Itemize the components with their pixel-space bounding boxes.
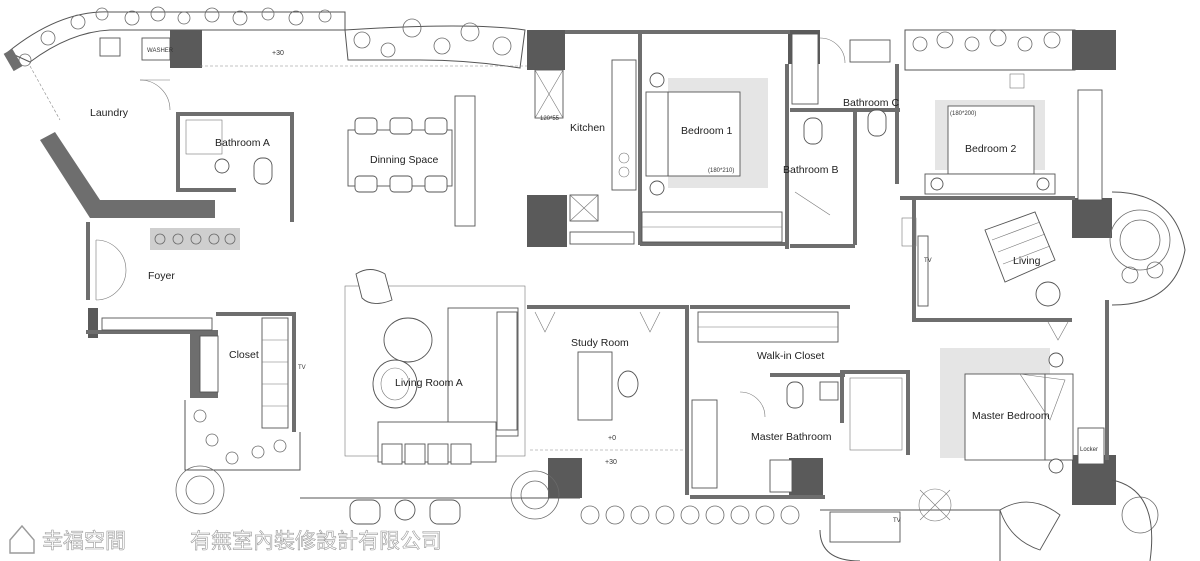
room-label-laundry: Laundry [90,107,129,119]
tv-label-bottom: TV [893,518,901,524]
bathroom-a-fixtures [150,119,273,250]
dining-table [200,65,527,227]
room-label-foyer: Foyer [148,270,175,282]
living-room-a-furniture [344,269,526,465]
level-mark-study: +30 [605,459,617,466]
room-label-living: Living [1013,255,1041,267]
room-label-bedroom-2: Bedroom 2 [965,143,1017,155]
walk-in-master-bath [691,311,903,493]
master-bedroom-furniture [940,321,1105,551]
room-label-walk-in-closet: Walk-in Closet [757,350,824,362]
room-label-bathroom-a: Bathroom A [215,137,270,149]
washer-label: WASHER [147,48,174,54]
room-label-study: Study Room [571,337,629,349]
bottom-garden [175,400,1159,561]
watermark-brand: 幸福空間 [42,529,126,553]
room-label-closet: Closet [229,349,259,361]
watermark-company: 有無室內裝修設計有限公司 [190,529,442,553]
top-planter [7,6,1076,71]
level-mark-top: +30 [272,50,284,57]
level-mark-zero: +0 [608,435,616,442]
kitchen-fixtures [534,59,637,245]
fridge-size: 120*55 [540,116,560,122]
bedroom-1-furniture [641,72,783,243]
bed-2-size: (180*200) [950,111,976,117]
tv-label-closet: TV [298,365,306,371]
bed-1-size: (180*210) [708,168,734,174]
room-label-kitchen: Kitchen [570,122,605,134]
room-label-master-bathroom: Master Bathroom [751,431,832,443]
house-logo-icon [9,524,35,554]
tv-label-living: TV [924,258,932,264]
room-label-bathroom-b: Bathroom B [783,164,838,176]
laundry [29,37,171,121]
foyer-closet [95,239,289,429]
living-upper-furniture [901,191,1186,307]
bedroom-2-furniture [924,73,1103,201]
watermark: 幸福空間 有無室內裝修設計有限公司 [9,524,442,554]
study-room-furniture [530,311,685,451]
room-label-bathroom-c: Bathroom C [843,97,899,109]
room-label-dining: Dinning Space [370,154,438,166]
room-label-living-room-a: Living Room A [395,377,463,389]
room-label-master-bedroom: Master Bedroom [972,410,1050,422]
bathroom-b-c-fixtures [791,33,891,216]
locker-label: Locker [1080,447,1098,453]
room-label-bedroom-1: Bedroom 1 [681,125,733,137]
